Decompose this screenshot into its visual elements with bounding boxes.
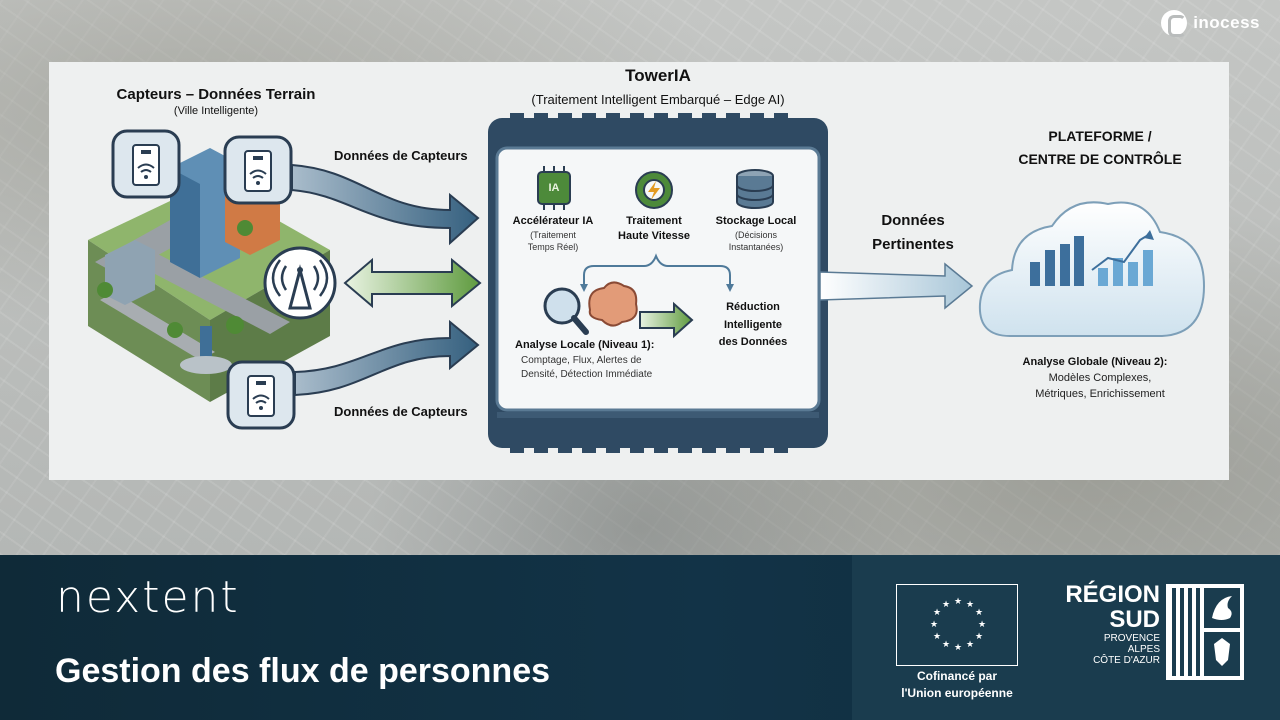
ai-chip-label: IA (548, 182, 560, 194)
sensor-flow-arrow-bottom (294, 319, 480, 397)
flow-label-top: Données de Capteurs (334, 148, 468, 163)
storage-desc-2: Instantanées) (728, 242, 784, 252)
diagram-graphics (88, 113, 1206, 453)
accelerator-desc-2: Temps Réel) (527, 242, 579, 252)
tower-subtitle: (Traitement Intelligent Embarqué – Edge … (531, 92, 785, 107)
region-sud-title: RÉGION SUD (1054, 582, 1160, 632)
storage-title: Stockage Local (715, 215, 797, 227)
region-title-line-2: SUD (1109, 606, 1160, 633)
svg-text:★: ★ (930, 620, 938, 630)
output-label-2: Pertinentes (872, 236, 954, 253)
accelerator-title: Accélérateur IA (512, 215, 594, 227)
svg-text:★: ★ (954, 643, 962, 653)
tower-device (488, 113, 828, 453)
svg-text:★: ★ (975, 632, 983, 642)
antenna-tile (263, 246, 337, 320)
reduction-arrow (639, 301, 694, 339)
sensor-tile-bottom (226, 360, 296, 430)
global-analysis-desc-2: Métriques, Enrichissement (1035, 388, 1165, 400)
platform-title-1: PLATEFORME / (1048, 128, 1152, 144)
eu-cofinancing-caption: Cofinancé par l'Union européenne (880, 668, 1034, 702)
sensor-tile-top-left (111, 129, 181, 199)
svg-text:★: ★ (954, 597, 962, 607)
reduction-line-1: Réduction (726, 301, 780, 313)
merge-brace (583, 253, 731, 286)
inocess-logo: inocess (1161, 8, 1260, 38)
processing-title-1: Traitement (626, 215, 682, 227)
region-shield-icon (1166, 584, 1244, 680)
global-analysis-desc-1: Modèles Complexes, (1048, 372, 1152, 384)
sensor-flow-arrow-top (291, 163, 480, 246)
local-analysis-desc-2: Densité, Détection Immédiate (521, 369, 653, 380)
processing-title-2: Haute Vitesse (618, 230, 690, 242)
global-analysis-title: Analyse Globale (Niveau 2): (1022, 356, 1168, 368)
eu-flag-icon: ★★★ ★★★ ★★★ ★★★ (896, 584, 1018, 666)
region-subtitle: PROVENCE ALPES CÔTE D'AZUR (1080, 633, 1160, 666)
reduction-line-3: des Données (718, 336, 788, 348)
svg-text:★: ★ (942, 600, 950, 610)
reduction-line-2: Intelligente (723, 319, 783, 331)
eu-caption-line-2: l'Union européenne (901, 686, 1013, 700)
inocess-logo-icon (1161, 10, 1188, 37)
sensors-title: Capteurs – Données Terrain (116, 86, 316, 103)
local-analysis-title: Analyse Locale (Niveau 1): (515, 339, 655, 351)
flow-label-bottom: Données de Capteurs (334, 404, 468, 419)
page-title: Gestion des flux de personnes (55, 652, 551, 690)
tower-title: TowerIA (625, 66, 691, 85)
region-sub-line-1: PROVENCE (1103, 633, 1160, 644)
accelerator-desc-1: (Traitement (530, 230, 576, 240)
platform-title-2: CENTRE DE CONTRÔLE (1018, 151, 1182, 167)
output-arrow (819, 262, 974, 310)
output-label-1: Données (881, 212, 945, 229)
gear-bolt-icon (635, 171, 673, 209)
svg-text:★: ★ (966, 600, 974, 610)
eu-caption-line-1: Cofinancé par (916, 669, 997, 683)
svg-text:★: ★ (933, 608, 941, 618)
ai-chip-icon (537, 166, 571, 210)
sensor-tile-top-right (223, 135, 293, 205)
magnifier-icon (543, 287, 589, 335)
bar-chart-icon (1030, 230, 1154, 286)
storage-desc-1: (Décisions (734, 230, 777, 240)
database-icon (736, 169, 774, 209)
svg-text:★: ★ (942, 640, 950, 650)
bidirectional-arrow (343, 257, 482, 309)
svg-text:★: ★ (966, 640, 974, 650)
sensors-subtitle: (Ville Intelligente) (173, 105, 259, 117)
inocess-logo-text: inocess (1193, 13, 1260, 32)
nextent-logo: nextent (56, 572, 240, 623)
local-analysis-desc-1: Comptage, Flux, Alertes de (521, 355, 642, 366)
svg-text:★: ★ (975, 608, 983, 618)
region-sub-line-3: CÔTE D'AZUR (1093, 655, 1160, 666)
region-sub-line-2: ALPES (1127, 644, 1160, 655)
svg-text:★: ★ (978, 620, 986, 630)
svg-text:★: ★ (933, 632, 941, 642)
region-title-line-1: RÉGION (1065, 581, 1160, 608)
brain-icon (588, 281, 638, 327)
